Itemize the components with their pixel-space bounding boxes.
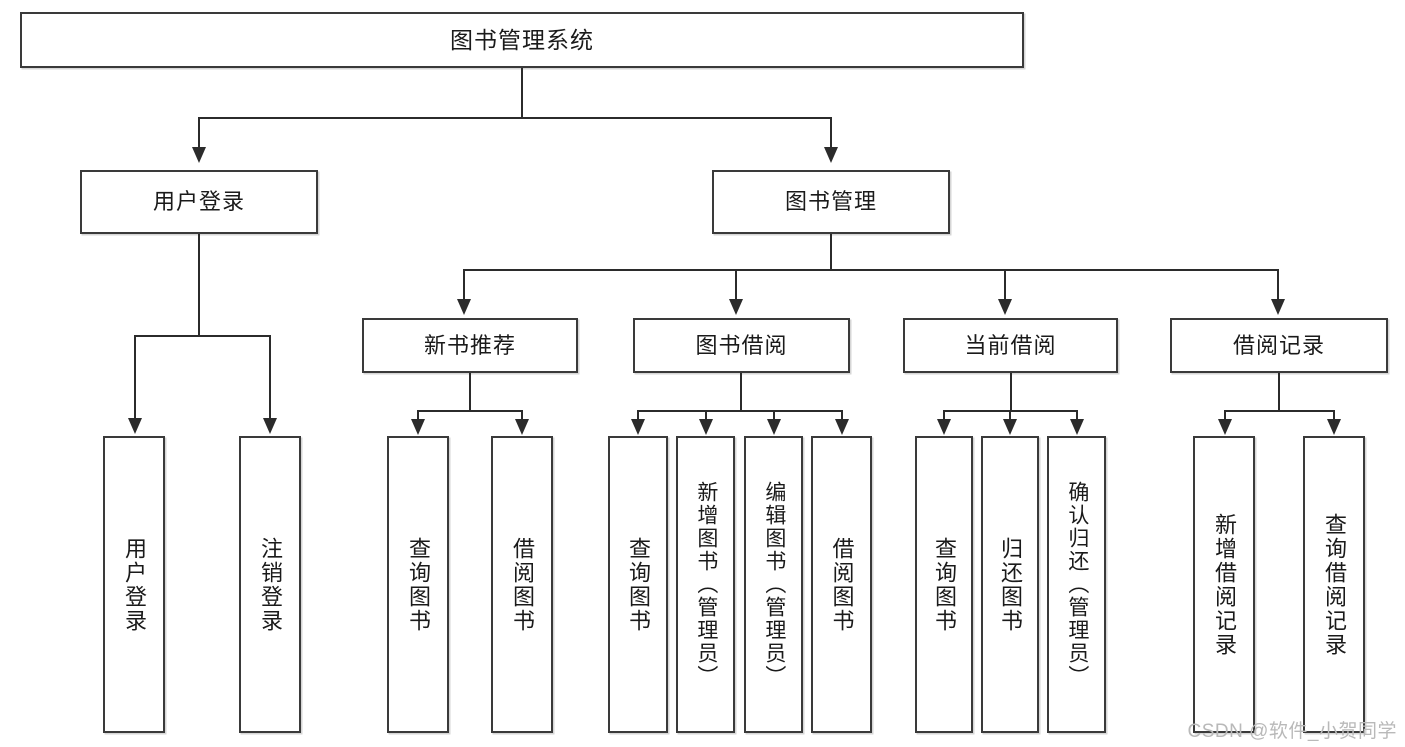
edge-root-stem	[521, 68, 523, 118]
node-label: 新增借阅记录	[1211, 512, 1237, 657]
edge-book-borrow-to-leaf-1	[705, 410, 707, 420]
node-label: 新增图书（管理员）	[694, 481, 718, 688]
arrow-book-mgmt-to-l2-3	[1271, 299, 1285, 315]
node-label: 借阅图书	[829, 536, 855, 633]
node-label: 查询图书	[405, 536, 431, 633]
edge-borrow-record-stem	[1278, 373, 1280, 411]
edge-book-mgmt-to-l2-2	[1004, 269, 1006, 301]
node-label: 查询图书	[931, 536, 957, 633]
leaf-book-borrow-3[interactable]: 借阅图书	[811, 436, 872, 733]
edge-book-mgmt-stem	[830, 234, 832, 270]
node-label: 注销登录	[257, 536, 283, 633]
node-label: 图书借阅	[695, 332, 788, 358]
arrow-book-mgmt-to-l2-1	[729, 299, 743, 315]
edge-current-borrow-to-leaf-0	[943, 410, 945, 420]
leaf-current-borrow-1[interactable]: 归还图书	[981, 436, 1039, 733]
edge-current-borrow-to-leaf-2	[1076, 410, 1078, 420]
edge-book-borrow-to-leaf-3	[841, 410, 843, 420]
arrow-root-to-user-login	[192, 147, 206, 163]
arrow-user-login-to-leaf-1	[263, 418, 277, 434]
node-label: 图书管理系统	[450, 26, 594, 53]
arrow-new-book-to-leaf-1	[515, 419, 529, 435]
arrow-book-borrow-to-leaf-0	[631, 419, 645, 435]
arrow-book-borrow-to-leaf-2	[767, 419, 781, 435]
edge-book-borrow-stem	[740, 373, 742, 411]
edge-book-borrow-to-leaf-0	[637, 410, 639, 420]
arrow-current-borrow-to-leaf-1	[1003, 419, 1017, 435]
edge-root-to-book-mgmt	[830, 117, 832, 149]
node-borrow-record[interactable]: 借阅记录	[1170, 318, 1388, 373]
arrow-book-borrow-to-leaf-3	[835, 419, 849, 435]
leaf-book-borrow-0[interactable]: 查询图书	[608, 436, 668, 733]
edge-new-book-to-leaf-0	[417, 410, 419, 420]
leaf-borrow-record-1[interactable]: 查询借阅记录	[1303, 436, 1365, 733]
edge-book-mgmt-to-l2-3	[1277, 269, 1279, 301]
node-label: 查询借阅记录	[1321, 512, 1347, 657]
arrow-root-to-book-mgmt	[824, 147, 838, 163]
arrow-book-borrow-to-leaf-1	[699, 419, 713, 435]
edge-borrow-record-bus	[1224, 410, 1334, 412]
node-label: 当前借阅	[964, 332, 1057, 358]
leaf-user-login-0[interactable]: 用户登录	[103, 436, 165, 733]
leaf-new-book-0[interactable]: 查询图书	[387, 436, 449, 733]
edge-user-login-stem	[198, 234, 200, 336]
edge-borrow-record-to-leaf-0	[1224, 410, 1226, 420]
leaf-current-borrow-2[interactable]: 确认归还（管理员）	[1047, 436, 1106, 733]
edge-user-login-bus	[134, 335, 270, 337]
edge-root-to-user-login	[198, 117, 200, 149]
edge-book-mgmt-bus	[463, 269, 1279, 271]
leaf-new-book-1[interactable]: 借阅图书	[491, 436, 553, 733]
edge-new-book-to-leaf-1	[521, 410, 523, 420]
node-user-login[interactable]: 用户登录	[80, 170, 318, 234]
node-book-borrow[interactable]: 图书借阅	[633, 318, 850, 373]
node-label: 用户登录	[121, 536, 147, 633]
arrow-current-borrow-to-leaf-2	[1070, 419, 1084, 435]
arrow-book-mgmt-to-l2-2	[998, 299, 1012, 315]
edge-book-mgmt-to-l2-1	[735, 269, 737, 301]
node-label: 归还图书	[997, 536, 1023, 633]
edge-current-borrow-stem	[1010, 373, 1012, 411]
leaf-borrow-record-0[interactable]: 新增借阅记录	[1193, 436, 1255, 733]
node-label: 确认归还（管理员）	[1065, 481, 1089, 688]
arrow-current-borrow-to-leaf-0	[937, 419, 951, 435]
csdn-watermark: CSDN @软件_小贺同学	[1187, 721, 1397, 742]
arrow-book-mgmt-to-l2-0	[457, 299, 471, 315]
node-label: 图书管理	[784, 189, 877, 215]
edge-new-book-bus	[417, 410, 522, 412]
edge-new-book-stem	[469, 373, 471, 411]
edge-user-login-to-leaf-0	[134, 335, 136, 419]
edge-book-borrow-to-leaf-2	[773, 410, 775, 420]
edge-user-login-to-leaf-1	[269, 335, 271, 419]
arrow-borrow-record-to-leaf-0	[1218, 419, 1232, 435]
node-label: 查询图书	[625, 536, 651, 633]
edge-root-bus	[198, 117, 832, 119]
edge-borrow-record-to-leaf-1	[1333, 410, 1335, 420]
arrow-user-login-to-leaf-0	[128, 418, 142, 434]
leaf-current-borrow-0[interactable]: 查询图书	[915, 436, 973, 733]
edge-book-borrow-bus	[637, 410, 842, 412]
arrow-borrow-record-to-leaf-1	[1327, 419, 1341, 435]
node-label: 新书推荐	[423, 332, 516, 358]
node-new-book-recommend[interactable]: 新书推荐	[362, 318, 578, 373]
node-book-management[interactable]: 图书管理	[712, 170, 950, 234]
node-label: 编辑图书（管理员）	[762, 481, 786, 688]
node-root-library-system[interactable]: 图书管理系统	[20, 12, 1024, 68]
leaf-book-borrow-2[interactable]: 编辑图书（管理员）	[744, 436, 803, 733]
node-label: 用户登录	[152, 189, 245, 215]
node-label: 借阅记录	[1232, 332, 1325, 358]
edge-current-borrow-to-leaf-1	[1009, 410, 1011, 420]
leaf-user-login-1[interactable]: 注销登录	[239, 436, 301, 733]
node-label: 借阅图书	[509, 536, 535, 633]
node-current-borrow[interactable]: 当前借阅	[903, 318, 1118, 373]
leaf-book-borrow-1[interactable]: 新增图书（管理员）	[676, 436, 735, 733]
edge-book-mgmt-to-l2-0	[463, 269, 465, 301]
arrow-new-book-to-leaf-0	[411, 419, 425, 435]
